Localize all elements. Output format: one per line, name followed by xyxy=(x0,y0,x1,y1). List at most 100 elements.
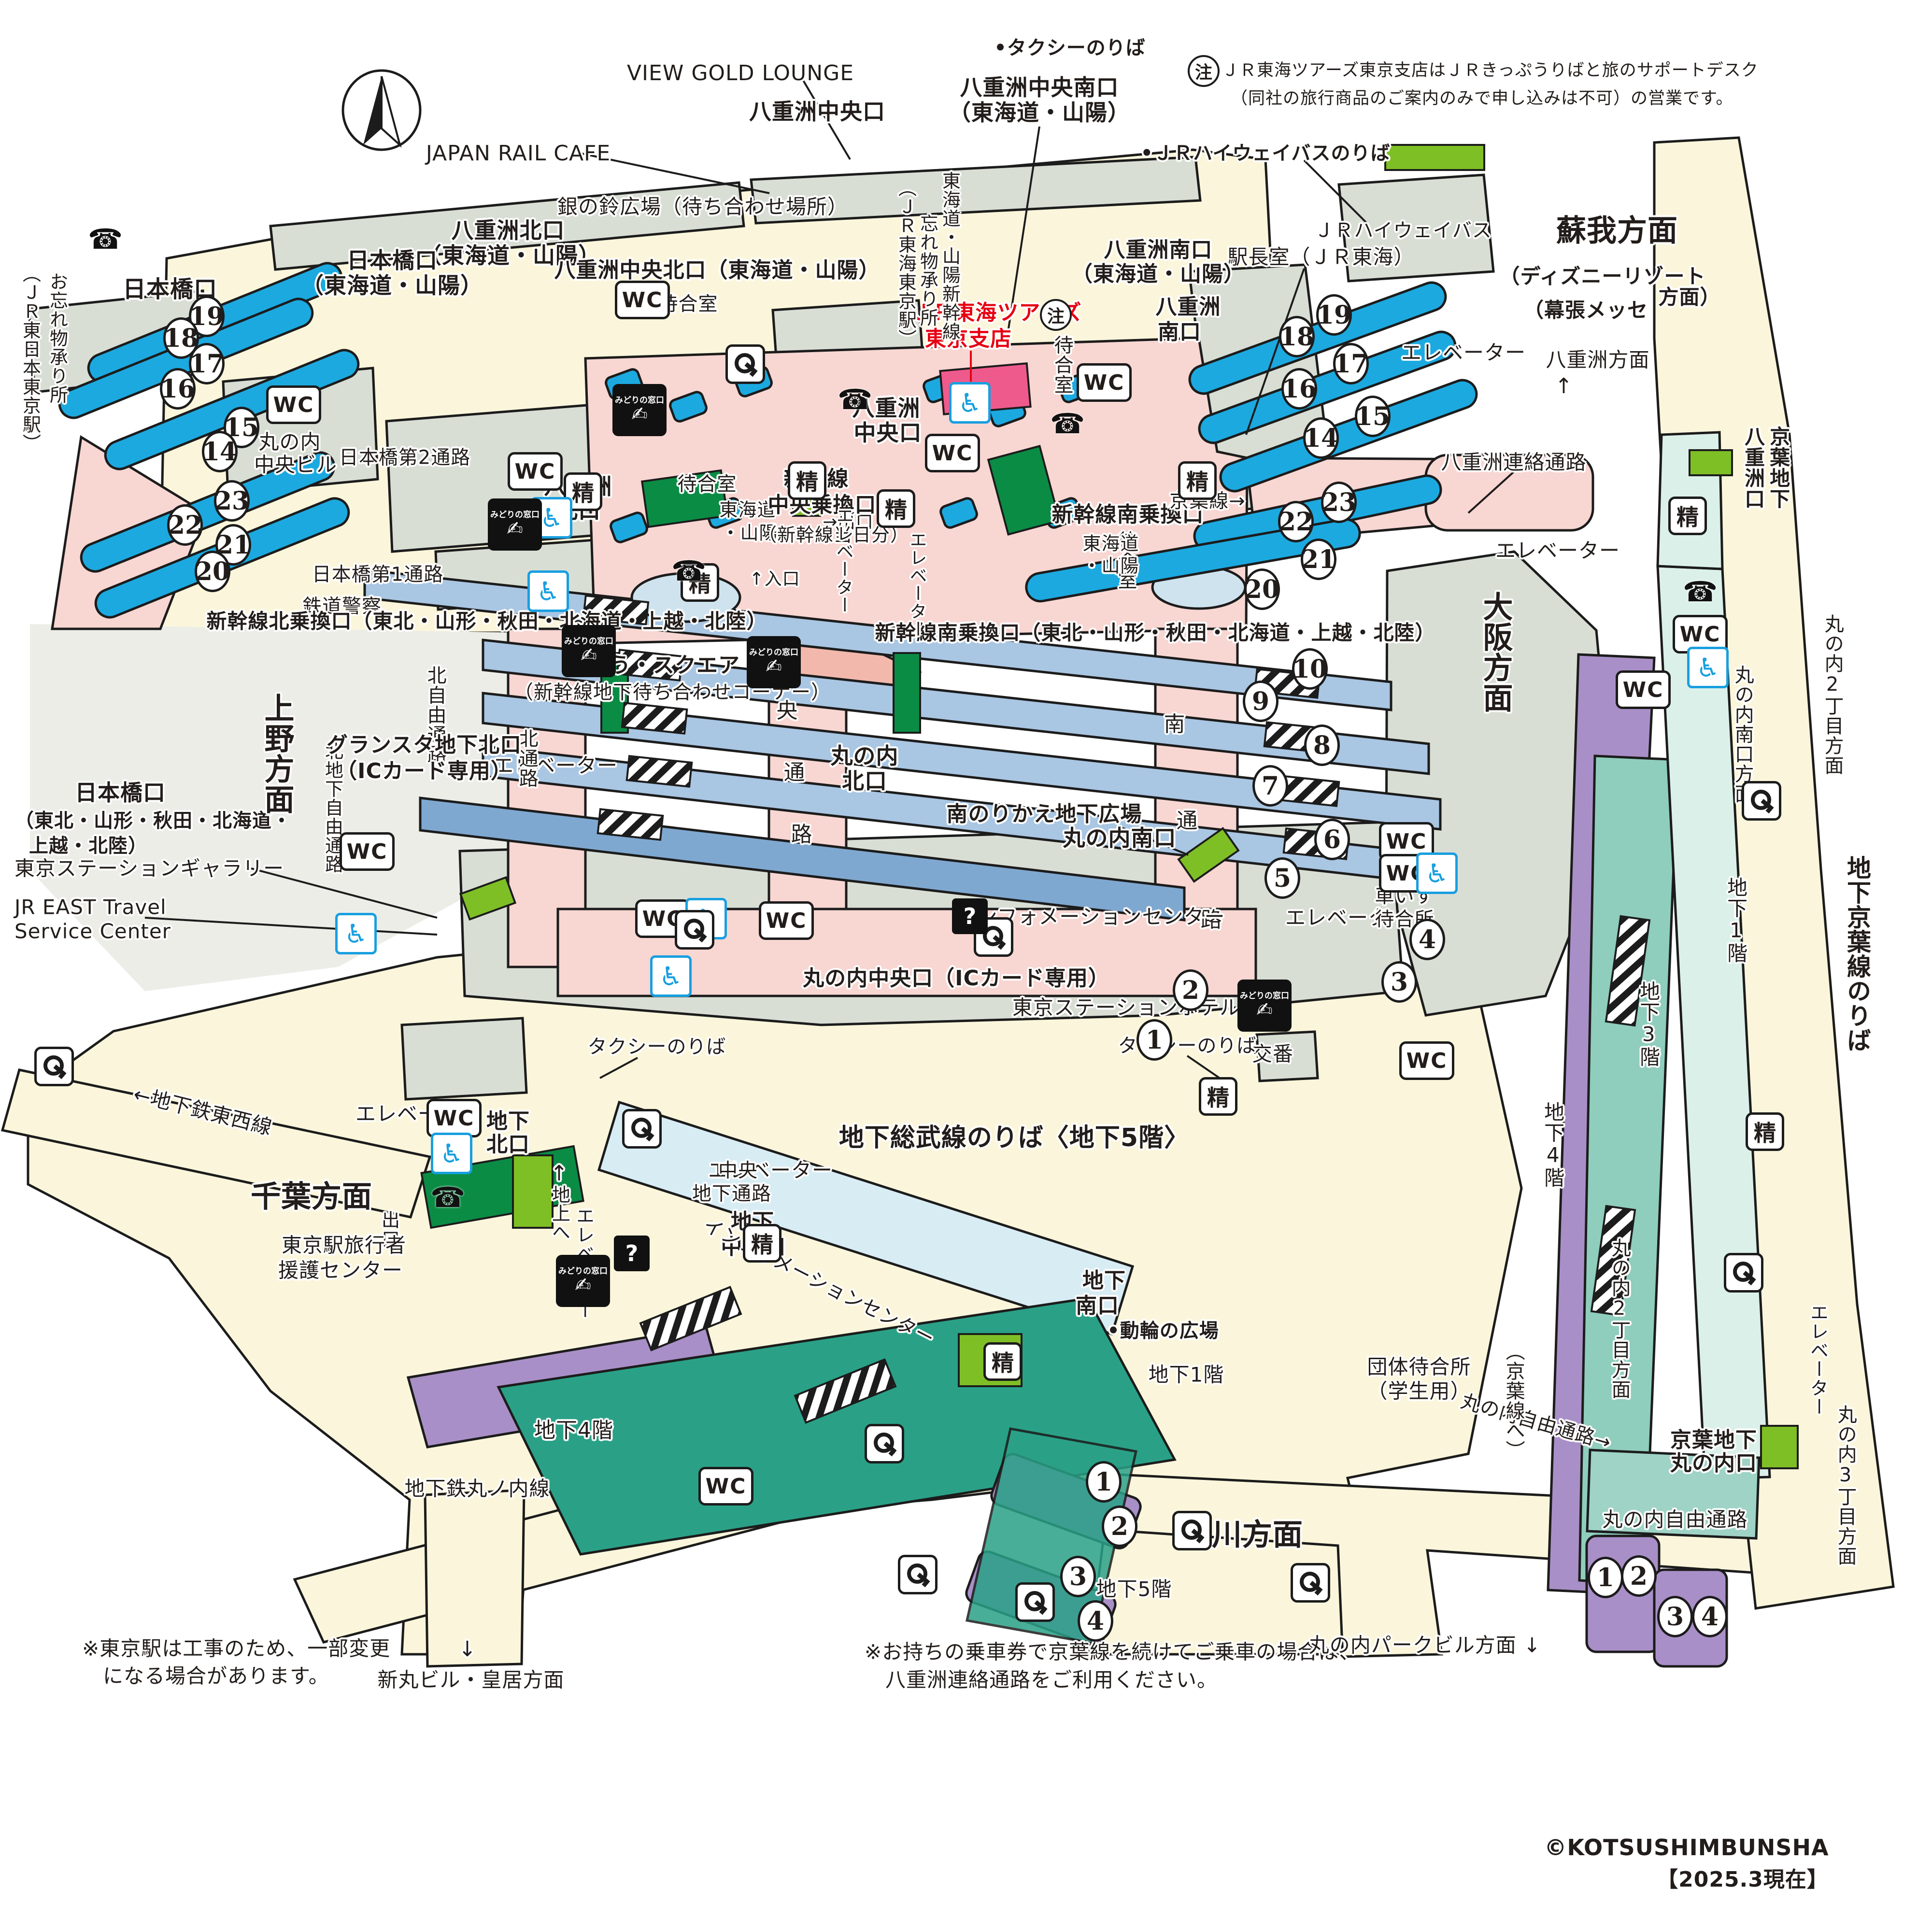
map-label: 中央ビル xyxy=(254,453,338,477)
platform-number: 3 xyxy=(1657,1596,1693,1637)
wheelchair-icon: ♿ xyxy=(650,955,692,997)
wc-icon: WC xyxy=(615,281,670,319)
map-label: 待合室 xyxy=(1114,530,1137,590)
map-label: 団体待合所 xyxy=(1367,1355,1471,1379)
map-label: ←地下鉄東西線 xyxy=(131,1082,275,1140)
map-label: お忘れ物承り所 xyxy=(46,272,68,404)
map-label: 方面） xyxy=(1658,285,1721,309)
wc-icon: WC xyxy=(925,434,980,472)
public-phone-icon: ☎ xyxy=(1050,407,1085,440)
coin-locker-icon xyxy=(1742,781,1781,821)
platform-number: 9 xyxy=(1243,681,1279,722)
platform-number: 14 xyxy=(202,431,238,472)
map-label: ※お持ちの乗車券で京葉線を続けてご乗車の場合は、 xyxy=(865,1640,1360,1664)
map-label: （学生用） xyxy=(1367,1379,1471,1403)
map-label: （新幹線当日分） xyxy=(758,524,909,546)
coin-locker-icon xyxy=(622,1109,662,1149)
coin-locker-icon xyxy=(675,910,714,950)
map-label: ・山陽 xyxy=(721,522,778,544)
map-label: 待合室 xyxy=(1051,335,1073,395)
map-label: （京葉線へ） xyxy=(1502,1341,1525,1460)
map-label: JR EAST Travel xyxy=(14,895,167,919)
map-label: 路 xyxy=(1200,908,1222,933)
platform-number: 16 xyxy=(1281,368,1317,410)
platform-number: 10 xyxy=(1292,648,1328,690)
platform-number: 23 xyxy=(1321,482,1357,523)
platform-number: 3 xyxy=(1381,961,1417,1003)
map-label: 地上へ xyxy=(549,1185,570,1242)
map-label: 八重洲 xyxy=(1155,295,1221,320)
platform-number: 22 xyxy=(167,504,203,546)
information-icon: ? xyxy=(614,1236,650,1271)
map-label: 北通路 xyxy=(515,728,538,788)
fare-adjustment-icon: 精 xyxy=(788,461,826,500)
coin-locker-icon xyxy=(1015,1582,1055,1622)
map-label: 地下5階 xyxy=(1096,1577,1172,1601)
map-label: 八重洲口 xyxy=(1741,426,1765,509)
map-label: 丸の内中央口（ICカード専用） xyxy=(803,966,1110,991)
platform-number: 4 xyxy=(1409,919,1445,960)
map-label: 丸の内南口 xyxy=(1063,825,1177,852)
copyright: ©KOTSUSHIMBUNSHA xyxy=(1544,1834,1829,1861)
wheelchair-icon: ♿ xyxy=(335,913,377,954)
map-label: 中央 xyxy=(718,1159,758,1182)
map-label: （東海道・山陽） xyxy=(301,272,483,299)
platform-number: 4 xyxy=(1078,1600,1113,1642)
platform-number: 20 xyxy=(1244,568,1280,610)
midori-ticket-office-icon: みどりの窓口✍ xyxy=(562,625,616,677)
wc-icon: WC xyxy=(1077,363,1132,402)
coin-locker-icon xyxy=(898,1555,938,1594)
map-label: グランスタ地下北口 xyxy=(326,733,522,758)
map-label: 丸の内自由通路→ xyxy=(1458,1390,1614,1454)
wc-icon: WC xyxy=(1616,670,1671,709)
map-label: 新丸ビル・皇居方面 xyxy=(377,1668,565,1692)
platform-number: 4 xyxy=(1692,1596,1728,1637)
map-label: 地下京葉線のりば xyxy=(1843,855,1871,1052)
map-label: ＪＲ東海ツアーズ東京支店はＪＲきっぷうりばと旅のサポートデスク xyxy=(1222,61,1759,81)
map-label: になる場合があります。 xyxy=(82,1664,329,1688)
map-label: 上越・北陸） xyxy=(29,835,148,857)
public-phone-icon: ☎ xyxy=(671,554,707,587)
map-label: 待合室 xyxy=(677,473,737,496)
map-label: 東京支店 xyxy=(925,327,1012,352)
map-label: 丸の内口 xyxy=(1670,1451,1757,1476)
platform-number: 16 xyxy=(160,368,196,410)
map-label: エレベーター xyxy=(1285,906,1410,930)
map-label: 南口 xyxy=(1158,320,1201,345)
coin-locker-icon xyxy=(1724,1253,1763,1293)
map-label: ↑ xyxy=(550,1161,568,1186)
coin-locker-icon xyxy=(34,1047,74,1086)
platform-number: 3 xyxy=(1060,1556,1096,1597)
map-label: 路 xyxy=(791,822,813,847)
platform-number: 5 xyxy=(1264,857,1300,899)
central-underground-passage xyxy=(597,1100,1135,1336)
platform-number: 18 xyxy=(1279,316,1315,357)
map-label: ↑ xyxy=(1555,374,1573,399)
leader-lines xyxy=(144,79,1515,1091)
map-label: 忘れ物承り所 xyxy=(917,214,938,327)
map-label: （ＪＲ東日本東京駅） xyxy=(19,264,41,453)
map-label: （東海道・山陽） xyxy=(949,99,1130,126)
date-note: 【2025.3現在】 xyxy=(1657,1867,1829,1892)
map-label: 丸の内2丁目方面 xyxy=(1821,614,1844,775)
map-label: 大阪方面 xyxy=(1477,591,1513,713)
map-label: 日本橋第1通路 xyxy=(312,563,444,586)
map-label: 駅長室（ＪＲ東海） xyxy=(1227,245,1415,269)
map-label: 丸の内 xyxy=(258,430,321,454)
map-label: 通 xyxy=(783,760,806,785)
platform-number: 18 xyxy=(163,317,199,359)
map-label: 南 xyxy=(1164,712,1186,737)
wheelchair-icon: ♿ xyxy=(1416,852,1458,894)
map-label: 北口 xyxy=(486,1132,530,1157)
map-label: Service Center xyxy=(14,919,171,943)
map-label: 中央口 xyxy=(853,420,922,446)
platform-number: 21 xyxy=(1301,539,1336,580)
platform-number: 7 xyxy=(1252,765,1288,807)
map-label: →出口 xyxy=(823,512,874,532)
map-label: 鉄道警察 xyxy=(302,595,382,618)
map-label: インフォメーションセンター xyxy=(699,1214,938,1350)
map-label: 地下4階 xyxy=(534,1418,613,1443)
map-label: 八重洲連絡通路 xyxy=(1441,450,1587,474)
map-label: 北口 xyxy=(842,768,887,795)
